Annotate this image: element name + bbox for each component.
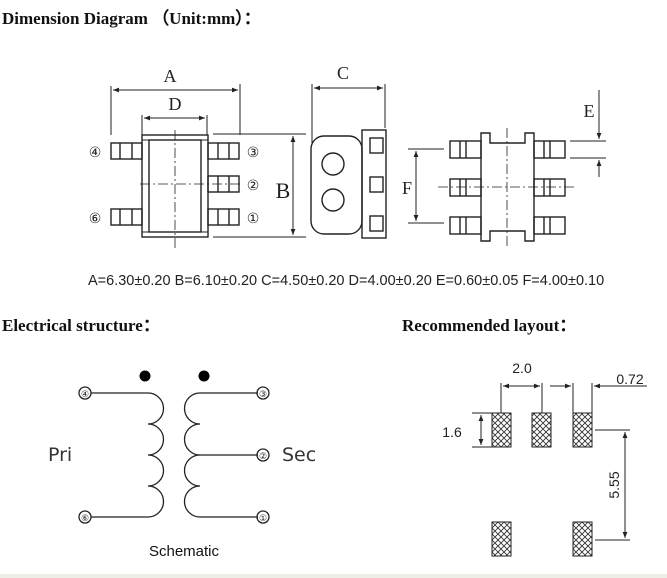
dim-label-e: E <box>584 101 595 121</box>
land-pad <box>491 412 512 448</box>
pin-label-6: ⑥ <box>89 211 102 227</box>
primary-polarity-dot <box>139 370 151 382</box>
pad-height-dim-label: 1.6 <box>442 424 462 440</box>
pad-width-dim-label: 0.72 <box>616 371 643 387</box>
schematic-pin-6: ⑥ <box>81 514 89 524</box>
secondary-polarity-dot <box>198 370 210 382</box>
land-pad <box>572 521 593 557</box>
transformer-schematic <box>78 370 270 524</box>
dimension-heading: Dimension Diagram （Unit:mm）： <box>2 9 261 28</box>
pin-label-3: ③ <box>247 145 260 161</box>
bottom-border <box>0 574 667 578</box>
layout-heading: Recommended layout： <box>402 316 577 335</box>
dimension-spec-line: A=6.30±0.20 B=6.10±0.20 C=4.50±0.20 D=4.… <box>88 273 604 289</box>
top-view <box>110 84 306 250</box>
schematic-pin-4: ④ <box>81 390 89 400</box>
pitch-dim-label: 2.0 <box>512 360 532 376</box>
row-spacing-dim-label: 5.55 <box>606 471 622 498</box>
dim-label-c: C <box>337 63 349 83</box>
pin-label-2: ② <box>247 178 260 194</box>
pin-label-4: ④ <box>89 145 102 161</box>
land-pad <box>491 521 512 557</box>
side-view <box>310 84 387 239</box>
dim-label-d: D <box>169 94 182 114</box>
dim-label-a: A <box>164 66 177 86</box>
recommended-layout <box>472 383 647 557</box>
land-pad <box>572 412 593 448</box>
schematic-pin-1: ① <box>259 514 267 524</box>
schematic-caption: Schematic <box>149 543 220 560</box>
bottom-view <box>408 90 606 248</box>
dim-label-b: B <box>276 178 291 203</box>
primary-label: Pri <box>48 444 72 466</box>
schematic-pin-2: ② <box>259 452 267 462</box>
schematic-pin-3: ③ <box>259 390 267 400</box>
secondary-label: Sec <box>282 444 316 466</box>
land-pad <box>531 412 552 448</box>
pin-label-1: ① <box>247 211 260 227</box>
electrical-heading: Electrical structure： <box>2 316 160 335</box>
dim-label-f: F <box>402 178 412 198</box>
